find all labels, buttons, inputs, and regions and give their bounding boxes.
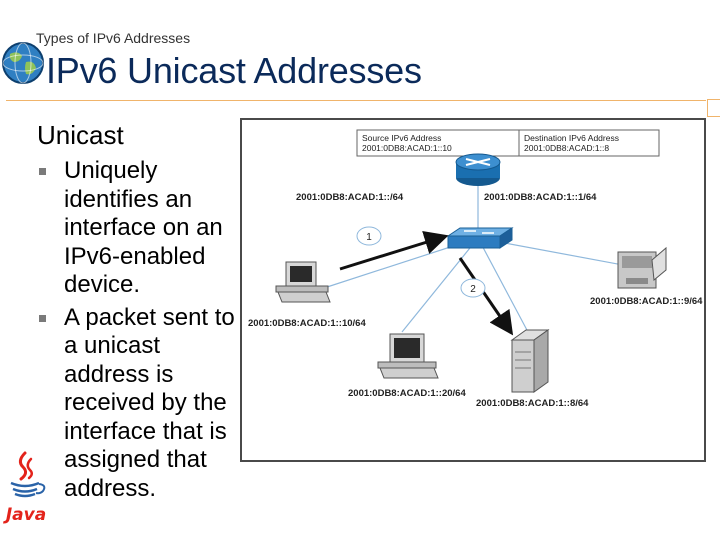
- globe-icon: [2, 42, 44, 84]
- step-2-badge: 2: [460, 278, 486, 298]
- router-icon: [455, 153, 501, 186]
- java-logo: Java: [3, 451, 46, 525]
- link-switch-server: [477, 237, 529, 333]
- dest-label: Destination IPv6 Address: [524, 133, 619, 143]
- router-address-label: 2001:0DB8:ACAD:1::1/64: [484, 192, 597, 203]
- arrow-step-2: [458, 257, 514, 336]
- source-label: Source IPv6 Address: [362, 133, 441, 143]
- arrow-step-1: [339, 230, 449, 271]
- java-logo-text: Java: [3, 505, 46, 525]
- link-switch-host-bottom: [401, 237, 479, 333]
- bullet-item: A packet sent to a unicast address is re…: [38, 304, 246, 504]
- breadcrumb-label: Types of IPv6 Addresses: [36, 30, 191, 46]
- source-value: 2001:0DB8:ACAD:1::10: [362, 143, 452, 153]
- step-1-label: 1: [366, 232, 372, 243]
- header-divider-end: [707, 99, 720, 117]
- dest-value: 2001:0DB8:ACAD:1::8: [524, 143, 609, 153]
- host-left-address-label: 2001:0DB8:ACAD:1::10/64: [248, 318, 366, 329]
- step-1-badge: 1: [356, 226, 382, 246]
- header-divider: [6, 100, 706, 101]
- bullet-item: Uniquely identifies an interface on an I…: [38, 157, 246, 300]
- bullet-text: A packet sent to a unicast address is re…: [64, 303, 235, 502]
- bullet-text: Uniquely identifies an interface on an I…: [64, 157, 223, 298]
- printer-address-label: 2001:0DB8:ACAD:1::9/64: [590, 296, 703, 307]
- bullet-list: Uniquely identifies an interface on an I…: [38, 157, 246, 503]
- section-heading: Unicast: [37, 120, 124, 150]
- network-diagram: Source IPv6 Address 2001:0DB8:ACAD:1::10…: [240, 118, 706, 462]
- page-title: IPv6 Unicast Addresses: [46, 50, 422, 91]
- printer-icon: [617, 246, 667, 289]
- step-2-label: 2: [470, 284, 476, 295]
- switch-icon: [446, 227, 514, 249]
- host-left-pc-icon: [275, 261, 331, 303]
- host-bottom-address-label: 2001:0DB8:ACAD:1::20/64: [348, 388, 466, 399]
- server-address-label: 2001:0DB8:ACAD:1::8/64: [476, 398, 589, 409]
- bullet-square-icon: [39, 168, 46, 175]
- network-prefix-label: 2001:0DB8:ACAD:1::/64: [296, 192, 404, 203]
- bullet-square-icon: [39, 314, 46, 322]
- packet-flow-arrows: [339, 230, 514, 336]
- host-bottom-pc-icon: [377, 333, 439, 379]
- packet-header-box: Source IPv6 Address 2001:0DB8:ACAD:1::10…: [356, 129, 660, 157]
- server-icon: [510, 329, 550, 393]
